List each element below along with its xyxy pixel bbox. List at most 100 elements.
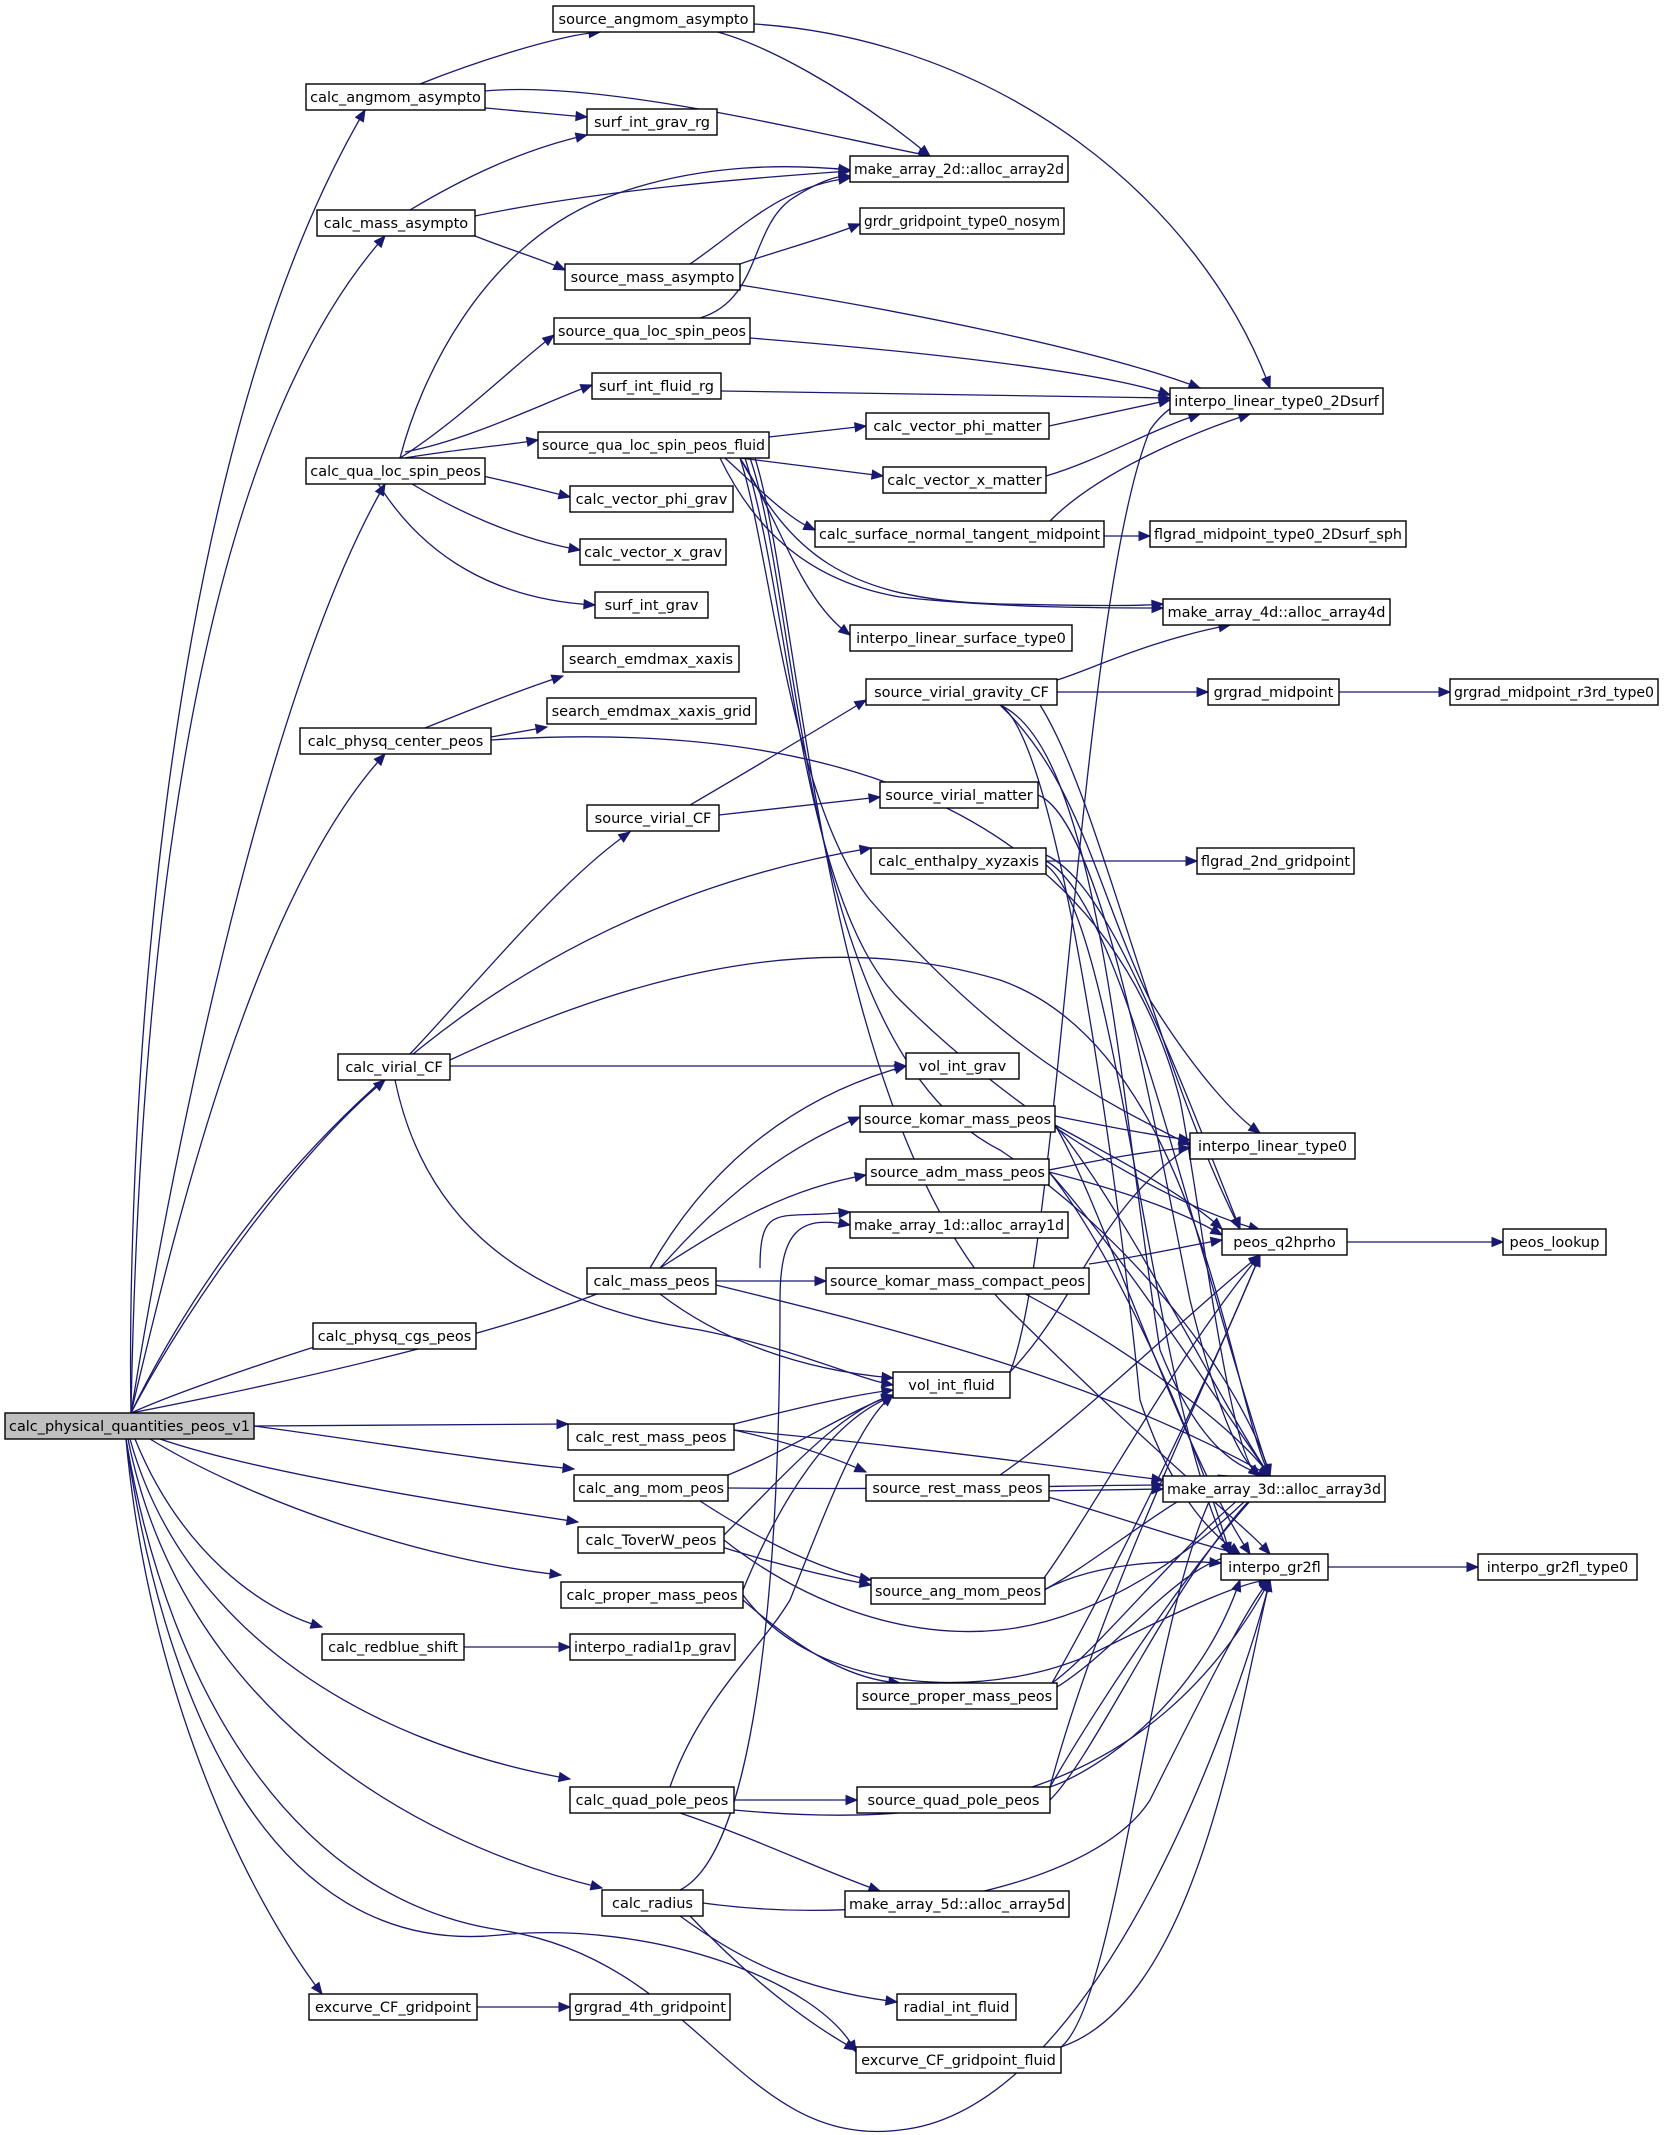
graph-node-surf-int-grav[interactable]: surf_int_grav xyxy=(594,591,709,619)
node-box[interactable] xyxy=(305,457,486,485)
graph-node-interpo-linear-type0-2dsurf[interactable]: interpo_linear_type0_2Dsurf xyxy=(1169,387,1384,415)
graph-node-make-array-5d-alloc-array5d[interactable]: make_array_5d::alloc_array5d xyxy=(844,1890,1070,1918)
node-box[interactable] xyxy=(546,697,757,725)
node-box[interactable] xyxy=(337,1053,451,1081)
graph-node-source-rest-mass-peos[interactable]: source_rest_mass_peos xyxy=(865,1474,1050,1502)
graph-node-calc-vector-x-grav[interactable]: calc_vector_x_grav xyxy=(579,538,727,566)
node-box[interactable] xyxy=(1220,1553,1329,1581)
graph-node-surf-int-grav-rg[interactable]: surf_int_grav_rg xyxy=(586,108,718,136)
node-box[interactable] xyxy=(1162,1475,1386,1503)
node-box[interactable] xyxy=(855,2046,1062,2074)
node-box[interactable] xyxy=(849,1211,1069,1239)
node-box[interactable] xyxy=(1221,1228,1348,1256)
node-box[interactable] xyxy=(1502,1228,1607,1256)
graph-node-calc-surface-normal-tangent-midpoint[interactable]: calc_surface_normal_tangent_midpoint xyxy=(814,520,1105,548)
node-box[interactable] xyxy=(870,847,1047,875)
node-box[interactable] xyxy=(321,1633,465,1661)
node-box[interactable] xyxy=(879,781,1039,809)
node-box[interactable] xyxy=(865,412,1050,440)
graph-node-source-proper-mass-peos[interactable]: source_proper_mass_peos xyxy=(856,1682,1058,1710)
graph-node-source-virial-cf[interactable]: source_virial_CF xyxy=(586,804,720,832)
graph-node-source-mass-asympto[interactable]: source_mass_asympto xyxy=(564,263,741,291)
graph-node-calc-proper-mass-peos[interactable]: calc_proper_mass_peos xyxy=(560,1581,744,1609)
node-box[interactable] xyxy=(849,624,1073,652)
node-box[interactable] xyxy=(1169,387,1384,415)
graph-node-calc-quad-pole-peos[interactable]: calc_quad_pole_peos xyxy=(569,1786,735,1814)
graph-node-source-virial-gravity-cf[interactable]: source_virial_gravity_CF xyxy=(865,678,1058,706)
graph-node-grdr-gridpoint-type0-nosym[interactable]: grdr_gridpoint_type0_nosym xyxy=(859,207,1065,235)
graph-node-source-adm-mass-peos[interactable]: source_adm_mass_peos xyxy=(865,1158,1050,1186)
graph-node-excurve-cf-gridpoint[interactable]: excurve_CF_gridpoint xyxy=(308,1993,478,2021)
graph-node-vol-int-grav[interactable]: vol_int_grav xyxy=(905,1052,1020,1080)
node-box[interactable] xyxy=(579,538,727,566)
node-box[interactable] xyxy=(569,1633,736,1661)
node-box[interactable] xyxy=(814,520,1105,548)
graph-node-vol-int-fluid[interactable]: vol_int_fluid xyxy=(892,1371,1011,1399)
graph-node-source-quad-pole-peos[interactable]: source_quad_pole_peos xyxy=(856,1786,1051,1814)
node-box[interactable] xyxy=(870,1577,1046,1605)
node-box[interactable] xyxy=(892,1371,1011,1399)
node-box[interactable] xyxy=(601,1889,704,1917)
node-box[interactable] xyxy=(1189,1132,1356,1160)
node-box[interactable] xyxy=(1196,847,1355,875)
node-box[interactable] xyxy=(564,263,741,291)
graph-node-calc-vector-phi-matter[interactable]: calc_vector_phi_matter xyxy=(865,412,1050,440)
graph-node-calc-vector-x-matter[interactable]: calc_vector_x_matter xyxy=(882,466,1047,494)
node-box[interactable] xyxy=(859,207,1065,235)
graph-node-interpo-gr2fl-type0[interactable]: interpo_gr2fl_type0 xyxy=(1477,1553,1638,1581)
graph-node-make-array-1d-alloc-array1d[interactable]: make_array_1d::alloc_array1d xyxy=(849,1211,1069,1239)
node-box[interactable] xyxy=(856,1682,1058,1710)
graph-node-calc-mass-peos[interactable]: calc_mass_peos xyxy=(586,1267,717,1295)
graph-node-peos-lookup[interactable]: peos_lookup xyxy=(1502,1228,1607,1256)
graph-node-source-ang-mom-peos[interactable]: source_ang_mom_peos xyxy=(870,1577,1046,1605)
graph-node-peos-q2hprho[interactable]: peos_q2hprho xyxy=(1221,1228,1348,1256)
node-box[interactable] xyxy=(577,1526,725,1554)
graph-node-calc-mass-asympto[interactable]: calc_mass_asympto xyxy=(316,209,476,237)
graph-node-search-emdmax-xaxis[interactable]: search_emdmax_xaxis xyxy=(562,645,740,673)
graph-node-make-array-3d-alloc-array3d[interactable]: make_array_3d::alloc_array3d xyxy=(1162,1475,1386,1503)
graph-node-source-virial-matter[interactable]: source_virial_matter xyxy=(879,781,1039,809)
node-box[interactable] xyxy=(312,1322,477,1350)
node-box[interactable] xyxy=(865,678,1058,706)
node-box[interactable] xyxy=(586,1267,717,1295)
graph-node-interpo-linear-type0[interactable]: interpo_linear_type0 xyxy=(1189,1132,1356,1160)
node-box[interactable] xyxy=(865,1158,1050,1186)
node-box[interactable] xyxy=(4,1412,255,1440)
node-box[interactable] xyxy=(856,1786,1051,1814)
graph-node-calc-physq-center-peos[interactable]: calc_physq_center_peos xyxy=(299,727,492,755)
node-box[interactable] xyxy=(569,1993,731,2021)
node-box[interactable] xyxy=(896,1993,1017,2021)
node-box[interactable] xyxy=(594,591,709,619)
graph-node-source-komar-mass-peos[interactable]: source_komar_mass_peos xyxy=(859,1105,1056,1133)
graph-node-calc-vector-phi-grav[interactable]: calc_vector_phi_grav xyxy=(569,485,734,513)
node-box[interactable] xyxy=(859,1105,1056,1133)
node-box[interactable] xyxy=(316,209,476,237)
node-box[interactable] xyxy=(560,1581,744,1609)
graph-node-calc-physical-quantities-peos-v1[interactable]: calc_physical_quantities_peos_v1 xyxy=(4,1412,255,1440)
graph-node-interpo-gr2fl[interactable]: interpo_gr2fl xyxy=(1220,1553,1329,1581)
graph-node-surf-int-fluid-rg[interactable]: surf_int_fluid_rg xyxy=(591,372,722,400)
graph-node-calc-qua-loc-spin-peos[interactable]: calc_qua_loc_spin_peos xyxy=(305,457,486,485)
graph-node-flgrad-2nd-gridpoint[interactable]: flgrad_2nd_gridpoint xyxy=(1196,847,1355,875)
graph-node-calc-angmom-asympto[interactable]: calc_angmom_asympto xyxy=(305,83,486,111)
graph-node-radial-int-fluid[interactable]: radial_int_fluid xyxy=(896,1993,1017,2021)
node-box[interactable] xyxy=(591,372,722,400)
node-box[interactable] xyxy=(1477,1553,1638,1581)
node-box[interactable] xyxy=(537,431,770,459)
graph-node-source-qua-loc-spin-peos-fluid[interactable]: source_qua_loc_spin_peos_fluid xyxy=(537,431,770,459)
node-box[interactable] xyxy=(1162,598,1391,626)
node-box[interactable] xyxy=(569,485,734,513)
node-box[interactable] xyxy=(567,1423,735,1451)
node-box[interactable] xyxy=(1207,678,1340,706)
graph-node-source-qua-loc-spin-peos[interactable]: source_qua_loc_spin_peos xyxy=(553,317,751,345)
graph-node-source-angmom-asympto[interactable]: source_angmom_asympto xyxy=(552,5,755,33)
node-box[interactable] xyxy=(825,1267,1090,1295)
node-box[interactable] xyxy=(849,155,1069,183)
graph-node-make-array-2d-alloc-array2d[interactable]: make_array_2d::alloc_array2d xyxy=(849,155,1069,183)
graph-node-interpo-radial1p-grav[interactable]: interpo_radial1p_grav xyxy=(569,1633,736,1661)
node-box[interactable] xyxy=(553,317,751,345)
node-box[interactable] xyxy=(552,5,755,33)
graph-node-calc-rest-mass-peos[interactable]: calc_rest_mass_peos xyxy=(567,1423,735,1451)
graph-node-calc-radius[interactable]: calc_radius xyxy=(601,1889,704,1917)
node-box[interactable] xyxy=(586,804,720,832)
